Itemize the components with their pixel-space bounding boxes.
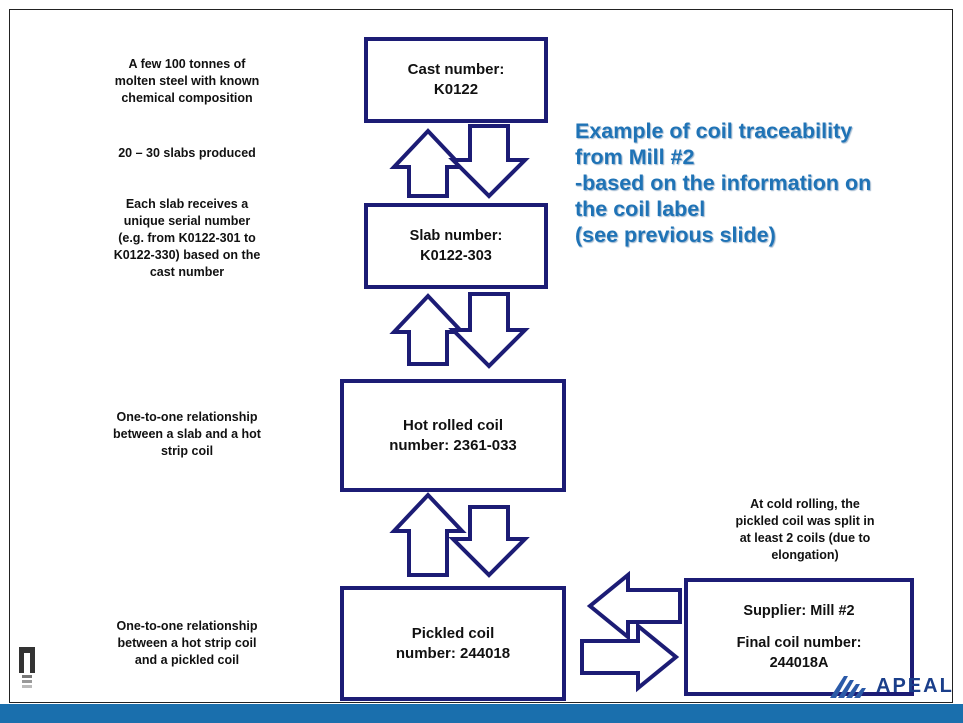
note-line: pickled coil was split in xyxy=(735,514,875,528)
box-final-coil: Supplier: Mill #2 Final coil number: 244… xyxy=(684,578,914,696)
box-supplier: Supplier: Mill #2 xyxy=(743,603,855,619)
note-line: K0122-330) based on the xyxy=(113,248,261,262)
arrow-down-hot-to-pickled xyxy=(448,505,530,578)
note-line: between a hot strip coil xyxy=(117,636,257,650)
note-slab-serial: Each slab receives a unique serial numbe… xyxy=(72,196,302,281)
note-line: One-to-one relationship xyxy=(116,410,258,424)
box-line: Hot rolled coil xyxy=(402,416,503,434)
headline-line: Example of coil traceability xyxy=(575,119,853,143)
note-cold-rolling-split: At cold rolling, the pickled coil was sp… xyxy=(695,496,915,564)
note-line: 20 – 30 slabs produced xyxy=(118,146,256,160)
note-line: At cold rolling, the xyxy=(750,497,860,511)
box-line: Pickled coil xyxy=(411,624,495,642)
arrow-up-hot-to-slab xyxy=(389,293,467,366)
bottom-bar xyxy=(0,704,963,723)
note-line: at least 2 coils (due to xyxy=(739,531,871,545)
arrow-down-cast-to-slab xyxy=(448,124,530,199)
note-line: and a pickled coil xyxy=(134,653,240,667)
note-line: strip coil xyxy=(160,444,214,458)
note-cast-description: A few 100 tonnes of molten steel with kn… xyxy=(72,56,302,107)
note-line: Each slab receives a xyxy=(125,197,249,211)
apeal-logo-icon xyxy=(830,676,866,698)
note-line: between a slab and a hot xyxy=(113,427,261,441)
box-line: number: 244018 xyxy=(395,644,511,662)
headline-line: (see previous slide) xyxy=(575,223,776,247)
note-line: cast number xyxy=(149,265,225,279)
slide-frame xyxy=(9,9,953,703)
arrow-up-slab-to-cast xyxy=(389,128,467,198)
box-line: Slab number: xyxy=(409,228,503,244)
apeal-logo-text: APEAL xyxy=(876,675,954,697)
note-hot-to-pickled-coil: One-to-one relationship between a hot st… xyxy=(72,618,302,669)
note-line: elongation) xyxy=(771,548,839,562)
box-line: K0122 xyxy=(433,81,479,98)
box-hot-rolled-coil: Hot rolled coil number: 2361-033 xyxy=(340,379,566,492)
arrow-right-pickled-to-final xyxy=(580,621,680,693)
note-line: molten steel with known xyxy=(114,74,260,88)
note-line: (e.g. from K0122-301 to xyxy=(118,231,256,245)
company-mark-icon xyxy=(19,647,35,688)
note-line: chemical composition xyxy=(121,91,253,105)
arrow-up-pickled-to-hot xyxy=(389,492,467,577)
box-cast-number: Cast number: K0122 xyxy=(364,37,548,123)
box-line: Cast number: xyxy=(407,61,505,78)
headline-line: -based on the information on xyxy=(575,171,872,195)
note-slabs-produced: 20 – 30 slabs produced xyxy=(72,145,302,162)
box-slab-number: Slab number: K0122-303 xyxy=(364,203,548,289)
note-line: A few 100 tonnes of xyxy=(128,57,246,71)
arrow-down-slab-to-hot xyxy=(448,292,530,369)
slide-headline: Example of coil traceability from Mill #… xyxy=(575,118,960,248)
box-pickled-coil: Pickled coil number: 244018 xyxy=(340,586,566,701)
note-slab-to-hot-coil: One-to-one relationship between a slab a… xyxy=(72,409,302,460)
box-line: 244018A xyxy=(769,655,829,671)
box-line: number: 2361-033 xyxy=(389,436,517,454)
note-line: One-to-one relationship xyxy=(116,619,258,633)
note-line: unique serial number xyxy=(123,214,251,228)
headline-line: from Mill #2 xyxy=(575,145,695,169)
box-line: K0122-303 xyxy=(420,248,492,264)
box-line: Final coil number: xyxy=(736,635,862,651)
headline-line: the coil label xyxy=(575,197,706,221)
arrow-left-final-to-pickled xyxy=(586,570,682,642)
